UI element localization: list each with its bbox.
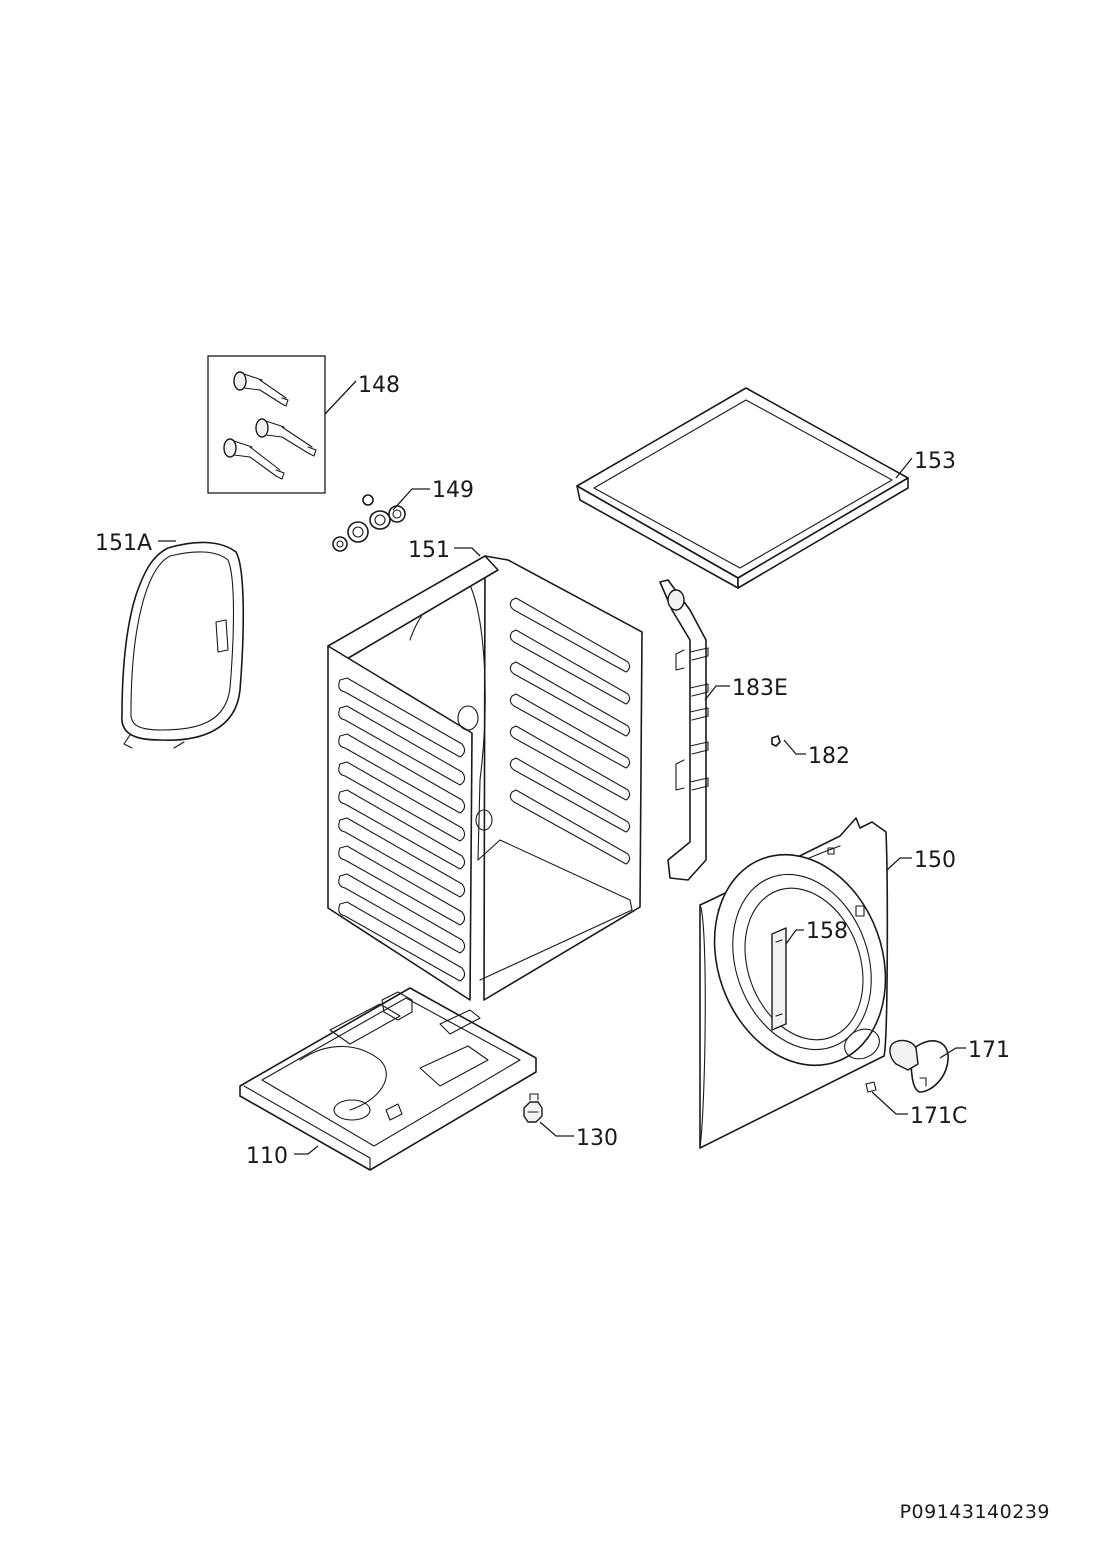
callout-110: 110 — [246, 1144, 288, 1169]
part-171-service-hatch[interactable] — [889, 1039, 949, 1093]
reference-code: P09143140239 — [900, 1501, 1050, 1523]
leader-151 — [454, 547, 481, 557]
leader-182 — [783, 739, 806, 755]
part-130-adjustable-foot[interactable] — [523, 1093, 543, 1123]
leader-171C — [871, 1091, 908, 1115]
callout-158: 158 — [806, 919, 848, 944]
leader-110 — [294, 1145, 319, 1155]
leader-148 — [324, 380, 357, 415]
callout-151A: 151A — [95, 531, 152, 556]
part-149-caps[interactable] — [332, 494, 406, 552]
leader-158 — [785, 929, 804, 945]
leader-130 — [539, 1121, 574, 1137]
leader-153 — [895, 457, 913, 479]
part-150-front-panel[interactable] — [686, 817, 914, 1149]
leader-149 — [392, 488, 430, 511]
part-110-base-frame[interactable] — [239, 987, 537, 1171]
callout-150: 150 — [914, 848, 956, 873]
part-183E-wiring-harness[interactable] — [659, 579, 709, 881]
leader-171 — [939, 1047, 966, 1059]
callout-171: 171 — [968, 1038, 1010, 1063]
callout-153: 153 — [914, 449, 956, 474]
callout-149: 149 — [432, 478, 474, 503]
callout-171C: 171C — [910, 1104, 967, 1129]
part-148-transit-bolts[interactable] — [207, 355, 326, 494]
callout-182: 182 — [808, 744, 850, 769]
part-182-clip[interactable] — [771, 735, 781, 747]
leader-183E — [704, 685, 730, 701]
callout-151: 151 — [408, 538, 450, 563]
callout-130: 130 — [576, 1126, 618, 1151]
callout-148: 148 — [358, 373, 400, 398]
leader-150 — [886, 857, 912, 871]
part-153-top-lid[interactable] — [576, 387, 909, 589]
part-171C-pin[interactable] — [865, 1081, 877, 1093]
part-158-hinge-plate[interactable] — [771, 927, 787, 1031]
part-151-cabinet[interactable] — [327, 555, 643, 1001]
part-151A-frame[interactable] — [121, 541, 245, 749]
callout-183E: 183E — [732, 676, 788, 701]
